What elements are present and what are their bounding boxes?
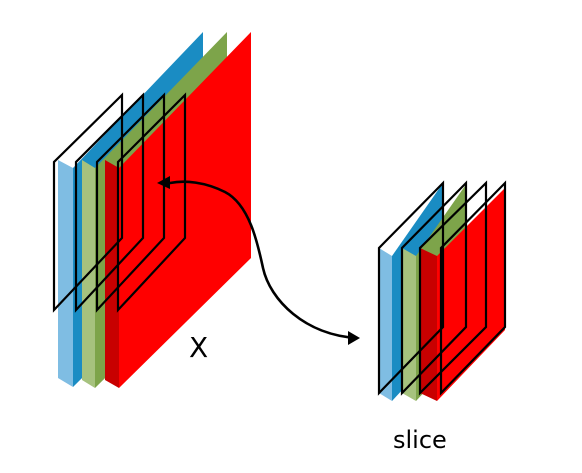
slice-outline-blue bbox=[52, 92, 124, 313]
slice-outline-1 bbox=[377, 180, 445, 396]
tensor-label: X bbox=[189, 331, 209, 364]
slice-label: slice bbox=[393, 426, 447, 454]
slice-blue-side bbox=[379, 248, 392, 401]
arrowhead-right bbox=[348, 331, 360, 345]
slice-outline-red-2 bbox=[116, 92, 187, 313]
slice-tensor bbox=[377, 180, 507, 401]
slice-outlines bbox=[377, 180, 507, 396]
tensor-x bbox=[52, 32, 251, 388]
slice-outline-2 bbox=[400, 180, 468, 396]
slice-outline-3 bbox=[418, 180, 488, 396]
curved-arrow-icon bbox=[157, 176, 360, 345]
red-channel-side bbox=[105, 160, 119, 388]
blue-channel-side bbox=[58, 160, 73, 387]
arrowhead-left bbox=[157, 176, 170, 189]
slice-red-face bbox=[437, 188, 505, 401]
slice-outline-4 bbox=[439, 180, 507, 396]
slice-green-side bbox=[402, 248, 416, 401]
slice-outline-red-1 bbox=[95, 92, 166, 313]
tensor-x-slice-outlines bbox=[52, 92, 187, 313]
slice-outline-green bbox=[74, 92, 145, 313]
arrow-curve bbox=[168, 180, 359, 340]
